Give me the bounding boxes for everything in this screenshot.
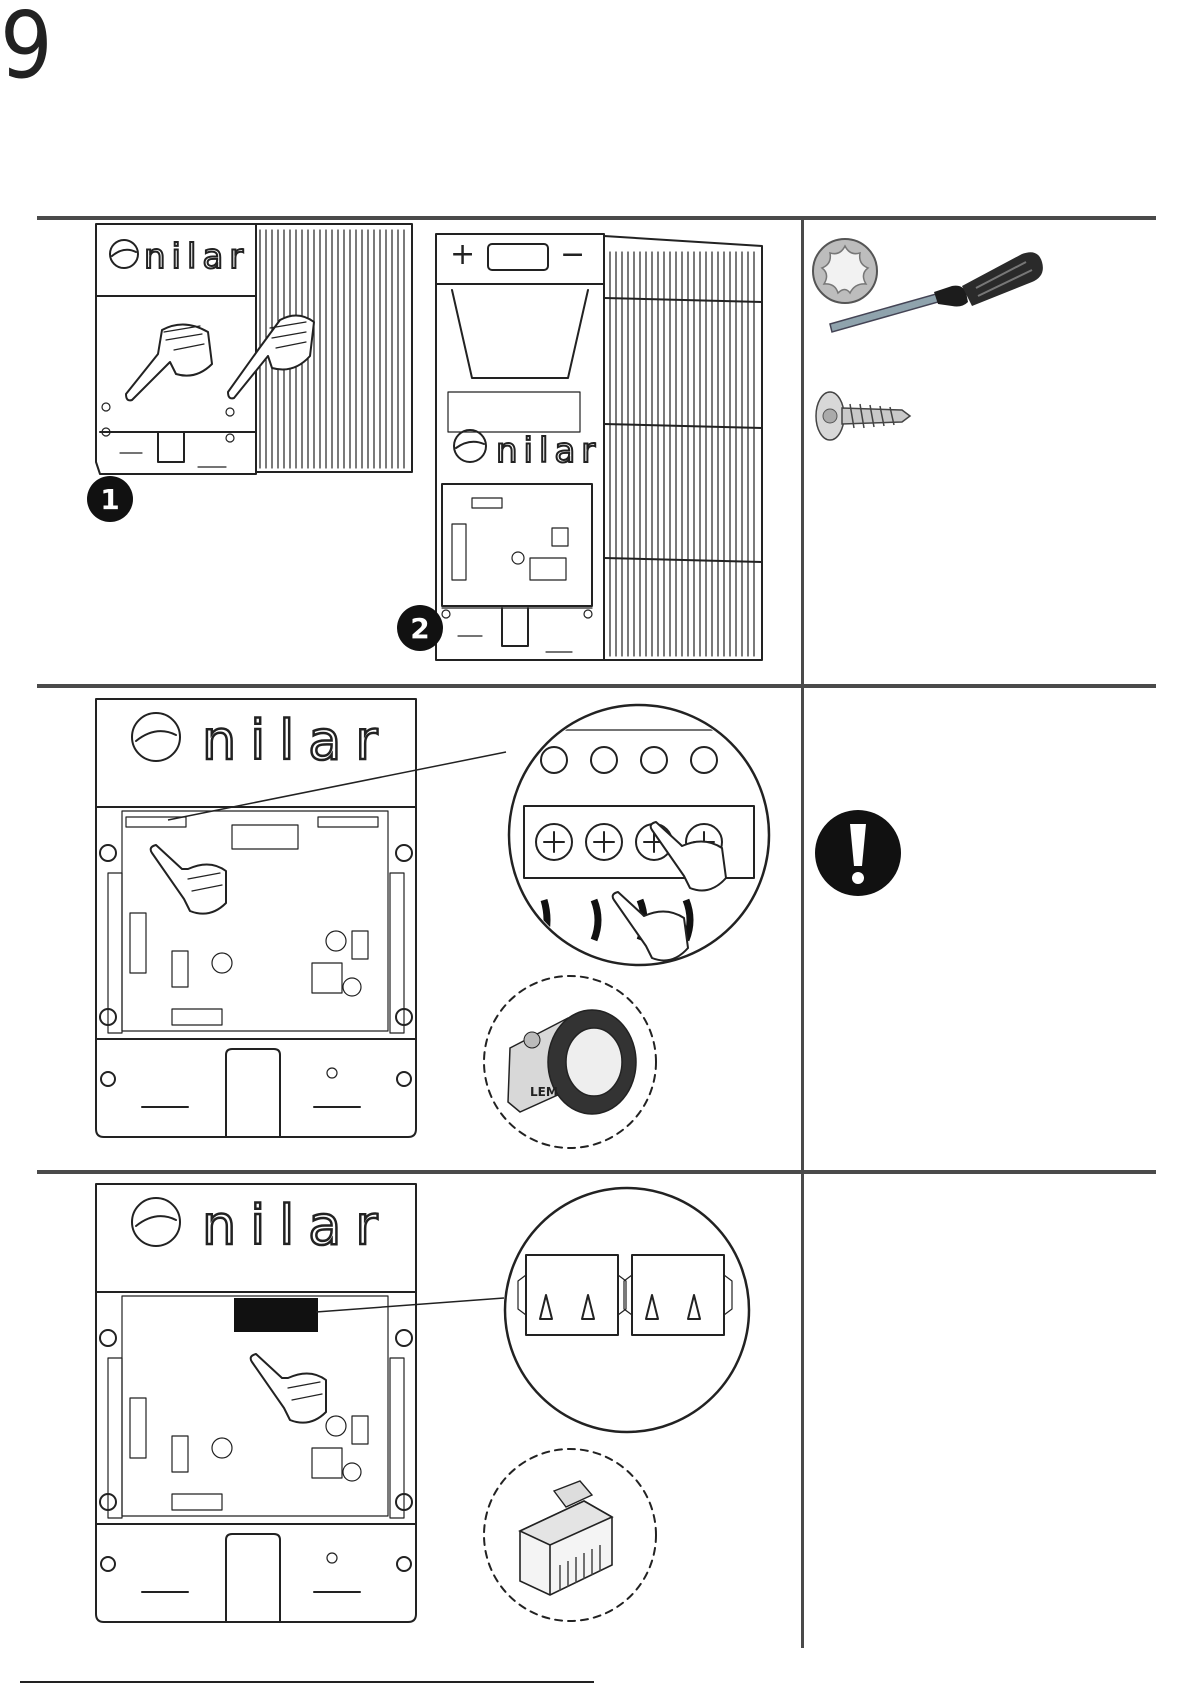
brand-logo: nilar bbox=[144, 237, 249, 277]
callout-2: 2 bbox=[395, 603, 445, 653]
rj45-connector-detail bbox=[480, 1445, 660, 1625]
brand-logo: nilar bbox=[202, 1194, 392, 1257]
brand-logo: nilar bbox=[496, 431, 601, 471]
plus-terminal-sign: + bbox=[450, 237, 475, 272]
footer-line bbox=[20, 1681, 594, 1683]
minus-terminal-sign: − bbox=[560, 237, 585, 272]
lem-sensor-label: LEM bbox=[530, 1085, 558, 1099]
callout-1: 1 bbox=[85, 474, 135, 524]
zoom-leader-line-middle bbox=[168, 746, 508, 826]
battery-module-closed: nilar bbox=[92, 222, 422, 482]
screwdriver-icon bbox=[826, 244, 1046, 334]
battery-module-open: + − nilar bbox=[432, 228, 772, 668]
row-divider-top bbox=[37, 216, 1156, 220]
module-front-rj45-step: nilar bbox=[92, 1182, 422, 1622]
row-divider-bottom bbox=[37, 1170, 1156, 1174]
column-divider bbox=[801, 216, 804, 1648]
exclamation-warning-icon bbox=[813, 808, 903, 898]
row-divider-middle bbox=[37, 684, 1156, 688]
rj45-ports-zoom bbox=[502, 1185, 752, 1435]
zoom-leader-line-bottom bbox=[316, 1292, 516, 1322]
current-sensor-detail: LEM bbox=[480, 972, 660, 1152]
screw-icon bbox=[814, 388, 914, 444]
svg-text:1: 1 bbox=[100, 483, 119, 516]
terminal-block-zoom bbox=[504, 700, 774, 970]
svg-text:2: 2 bbox=[410, 612, 429, 645]
step-number: 9 bbox=[0, 0, 1191, 92]
